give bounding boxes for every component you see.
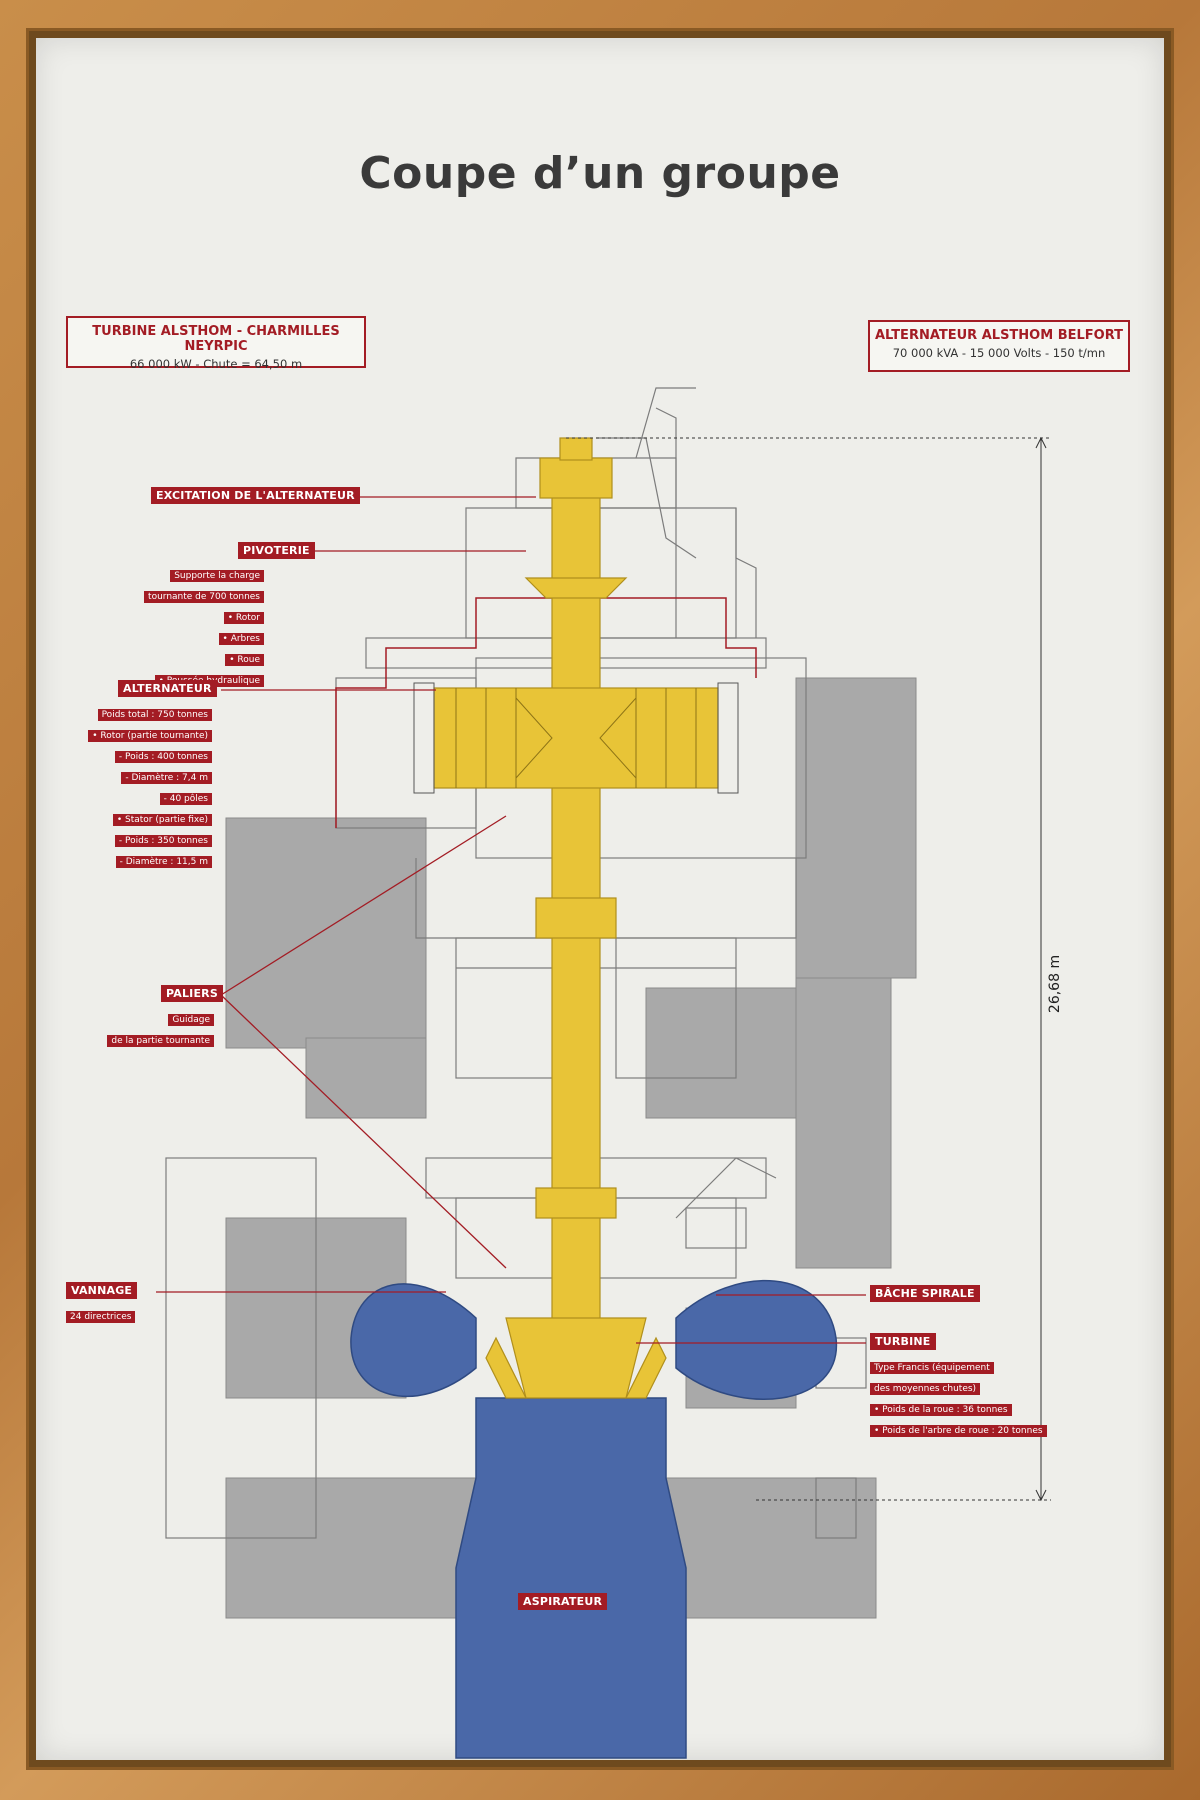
spiral-casing-left (350, 1283, 477, 1398)
height-dimension-label: 26,68 m (1047, 954, 1064, 1014)
label-excitation: EXCITATION DE L'ALTERNATEUR (151, 487, 360, 504)
alternateur-notes: Poids total : 750 tonnes • Rotor (partie… (88, 702, 212, 870)
pivoterie-notes: Supporte la charge tournante de 700 tonn… (144, 563, 264, 689)
vannage-notes: 24 directrices (66, 1304, 136, 1325)
runner (505, 1317, 647, 1399)
alternateur-note: - Diamètre : 7,4 m (121, 772, 212, 784)
alternateur-note: - Poids : 400 tonnes (114, 751, 212, 763)
label-aspirateur: ASPIRATEUR (518, 1593, 608, 1610)
turbine-note: • Poids de l'arbre de roue : 20 tonnes (870, 1425, 1047, 1437)
pivoterie-note: • Roue (225, 654, 264, 666)
alternator-spec-subtitle: 70 000 kVA - 15 000 Volts - 150 t/mn (892, 346, 1106, 360)
label-paliers: PALIERS (161, 985, 223, 1002)
rotor (433, 687, 719, 789)
pivoterie-note: tournante de 700 tonnes (144, 591, 264, 603)
pivoterie-note: Supporte la charge (170, 570, 264, 582)
water-passages (350, 1279, 837, 1759)
turbine-note: Type Francis (équipement (870, 1362, 994, 1374)
paliers-note: de la partie tournante (107, 1035, 214, 1047)
turbine-note: • Poids de la roue : 36 tonnes (870, 1404, 1012, 1416)
alternateur-note: - Diamètre : 11,5 m (115, 856, 212, 868)
alternateur-note: Poids total : 750 tonnes (97, 709, 212, 721)
alternateur-note: - Poids : 350 tonnes (114, 835, 212, 847)
poster-title: Coupe d’un groupe (359, 148, 841, 199)
paliers-notes: Guidage de la partie tournante (107, 1007, 214, 1049)
alternator-spec-box: ALTERNATEUR ALSTHOM BELFORT 70 000 kVA -… (868, 320, 1130, 372)
paliers-note: Guidage (168, 1014, 214, 1026)
label-turbine: TURBINE (870, 1333, 936, 1350)
rotor-detail (455, 688, 697, 788)
leader-lines (156, 496, 866, 1344)
turbine-notes: Type Francis (équipement des moyennes ch… (870, 1355, 1047, 1439)
turbine-spec-box: TURBINE ALSTHOM - CHARMILLES NEYRPIC 66 … (66, 316, 366, 371)
cross-section-drawing (156, 387, 1051, 1759)
label-bache-spirale: BÂCHE SPIRALE (870, 1285, 980, 1302)
spiral-casing-right (675, 1279, 837, 1400)
rotating-assembly (433, 437, 719, 1399)
poster: Coupe d’un groupe TURBINE ALSTHOM - CHAR… (36, 38, 1164, 1760)
alternator-spec-title: ALTERNATEUR ALSTHOM BELFORT (875, 328, 1123, 343)
alternateur-note: • Stator (partie fixe) (112, 814, 212, 826)
label-vannage: VANNAGE (66, 1282, 138, 1299)
draft-tube (455, 1397, 687, 1759)
label-alternateur: ALTERNATEUR (118, 680, 217, 697)
turbine-note: des moyennes chutes) (870, 1383, 981, 1395)
turbine-spec-subtitle: 66 000 kW - Chute = 64,50 m (129, 357, 303, 371)
alternateur-note: • Rotor (partie tournante) (88, 730, 212, 742)
hall-outline-red (335, 597, 757, 828)
stator-windings (413, 682, 739, 794)
dimension-line (566, 436, 1051, 1502)
alternateur-note: - 40 pôles (159, 793, 212, 805)
turbine-spec-title: TURBINE ALSTHOM - CHARMILLES NEYRPIC (92, 324, 340, 354)
pivoterie-note: • Arbres (218, 633, 264, 645)
pivoterie-note: • Rotor (223, 612, 264, 624)
vannage-note: 24 directrices (66, 1311, 136, 1323)
label-pivoterie: PIVOTERIE (238, 542, 315, 559)
